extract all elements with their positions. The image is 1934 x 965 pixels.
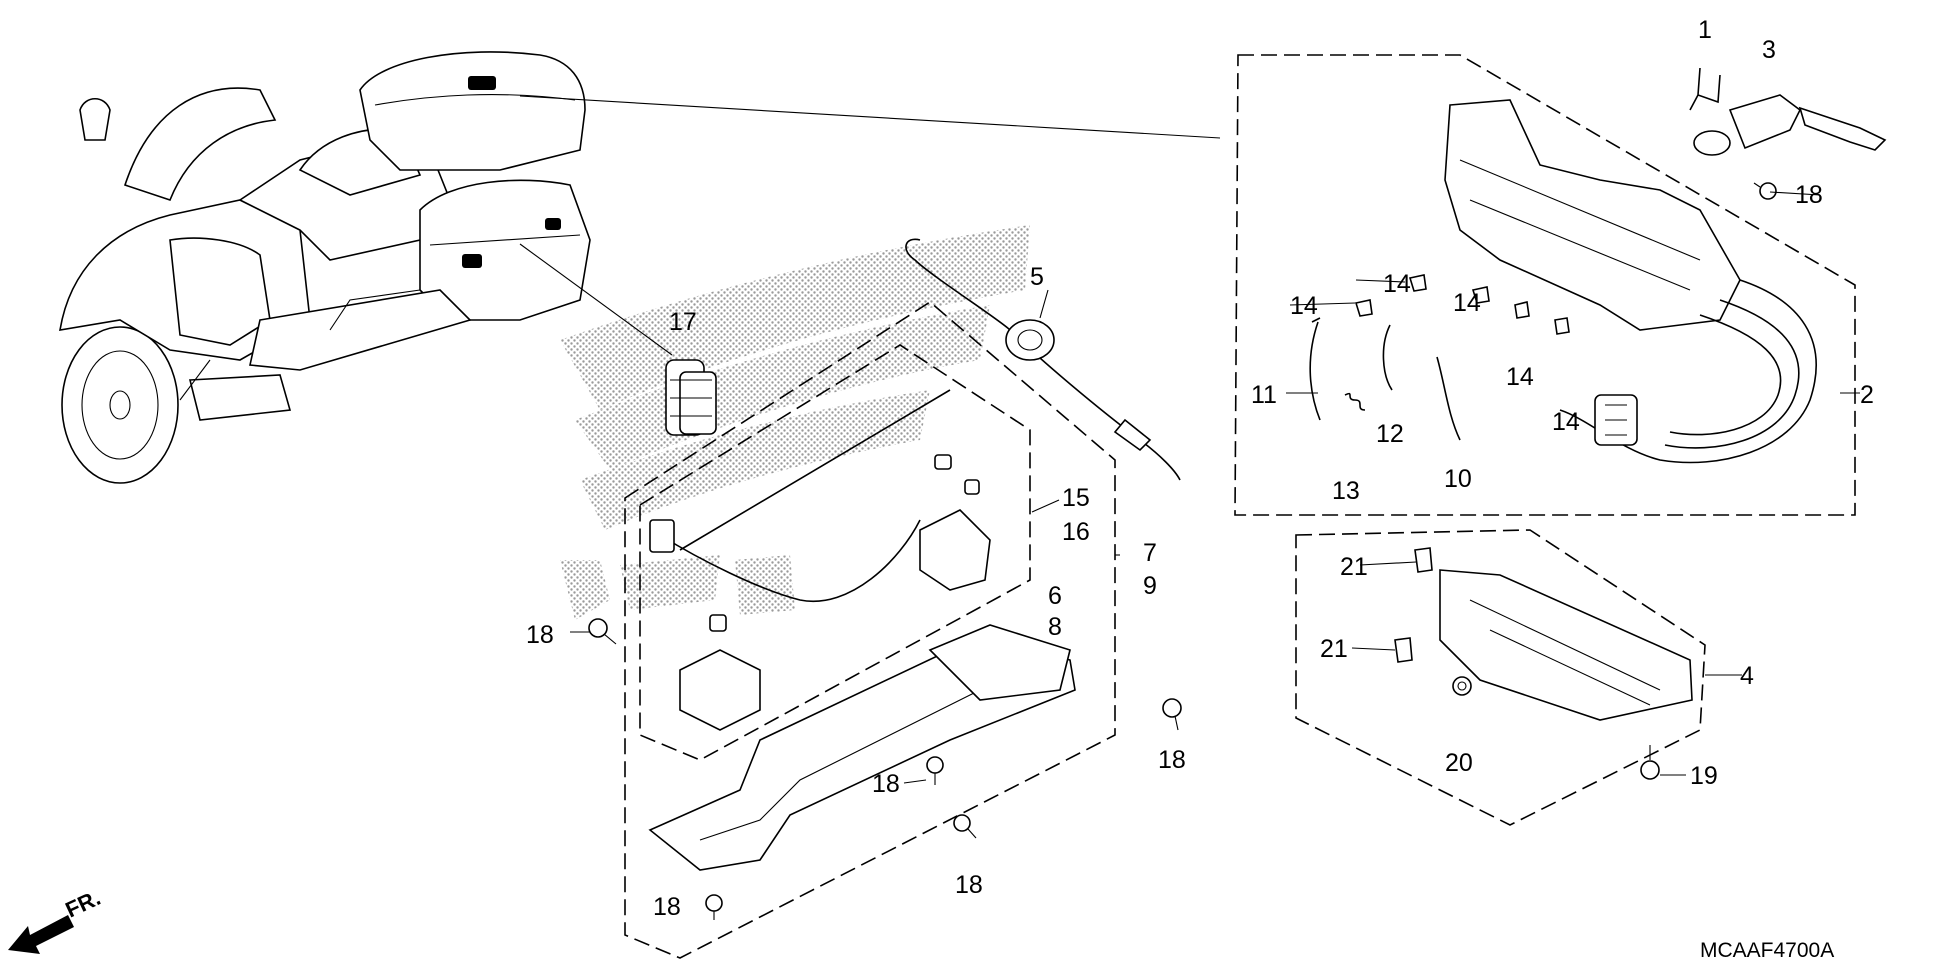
callout-14: 14 bbox=[1290, 292, 1318, 320]
front-direction-arrow-icon bbox=[8, 915, 74, 954]
bolt-18e-icon bbox=[705, 894, 723, 920]
callout-2: 2 bbox=[1860, 381, 1874, 409]
callout-18: 18 bbox=[1158, 746, 1186, 774]
callout-13: 13 bbox=[1332, 477, 1360, 505]
callout-5: 5 bbox=[1030, 263, 1044, 291]
front-direction-arrow: FR. bbox=[8, 885, 104, 954]
bolt-fasteners bbox=[588, 182, 1777, 920]
callout-19: 19 bbox=[1690, 762, 1718, 790]
bolt-19-icon bbox=[1640, 745, 1660, 780]
leader-lines bbox=[570, 191, 1860, 784]
part-17-illustration bbox=[665, 359, 717, 436]
dashed-group-4 bbox=[1295, 529, 1706, 826]
bolt-18c-icon bbox=[926, 756, 944, 785]
bolt-18b-icon bbox=[1162, 698, 1182, 731]
callout-16: 16 bbox=[1062, 518, 1090, 546]
callout-labels: 1 3 18 2 14 14 14 14 14 11 12 13 10 17 5… bbox=[526, 16, 1874, 921]
callout-12: 12 bbox=[1376, 420, 1404, 448]
bolt-18f-icon bbox=[1753, 182, 1777, 200]
bolt-18d-icon bbox=[953, 814, 977, 839]
callout-14: 14 bbox=[1453, 289, 1481, 317]
motorcycle-illustration bbox=[59, 51, 1221, 484]
callout-4: 4 bbox=[1740, 662, 1754, 690]
callout-1: 1 bbox=[1698, 16, 1712, 44]
callout-20: 20 bbox=[1445, 749, 1473, 777]
dashed-group-7-9 bbox=[624, 301, 1116, 959]
callout-17: 17 bbox=[669, 308, 697, 336]
callout-6: 6 bbox=[1048, 582, 1062, 610]
part-3-key-cylinder bbox=[1693, 94, 1887, 156]
callout-18: 18 bbox=[955, 871, 983, 899]
callout-21: 21 bbox=[1320, 635, 1348, 663]
callout-10: 10 bbox=[1444, 465, 1472, 493]
nut-20-icon bbox=[1452, 676, 1472, 696]
callout-8: 8 bbox=[1048, 613, 1062, 641]
part-5-cable bbox=[905, 238, 1181, 481]
callout-14: 14 bbox=[1552, 408, 1580, 436]
callout-15: 15 bbox=[1062, 484, 1090, 512]
callout-14: 14 bbox=[1383, 270, 1411, 298]
dashed-group-2 bbox=[1234, 54, 1856, 516]
callout-3: 3 bbox=[1762, 36, 1776, 64]
callout-18: 18 bbox=[872, 770, 900, 798]
diagram-code: MCAAF4700A bbox=[1700, 939, 1834, 962]
callout-21: 21 bbox=[1340, 553, 1368, 581]
callout-18: 18 bbox=[653, 893, 681, 921]
callout-9: 9 bbox=[1143, 572, 1157, 600]
part-1-clip bbox=[1689, 67, 1721, 111]
callout-18: 18 bbox=[526, 621, 554, 649]
bolt-18a-icon bbox=[588, 618, 617, 645]
callout-18: 18 bbox=[1795, 181, 1823, 209]
callout-7: 7 bbox=[1143, 539, 1157, 567]
callout-11: 11 bbox=[1251, 381, 1277, 409]
callout-14: 14 bbox=[1506, 363, 1534, 391]
